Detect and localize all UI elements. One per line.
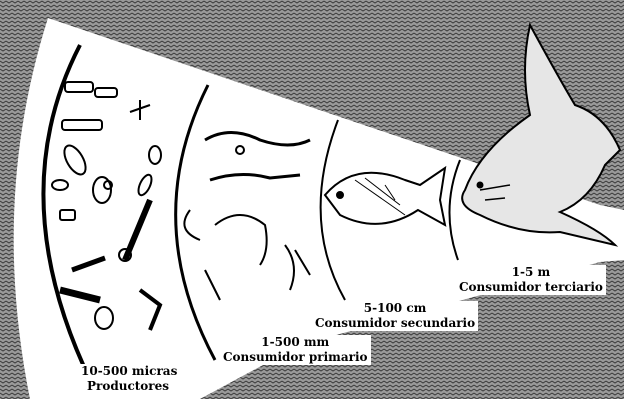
tertiary-consumer-size: 1-5 m xyxy=(459,265,603,280)
tertiary-consumer-label: 1-5 m Consumidor terciario xyxy=(456,265,606,295)
producers-role: Productores xyxy=(81,379,175,394)
primary-consumer-role: Consumidor primario xyxy=(223,350,368,365)
secondary-consumer-label: 5-100 cm Consumidor secundario xyxy=(312,301,478,331)
primary-consumer-size: 1-500 mm xyxy=(223,335,368,350)
primary-consumer-label: 1-500 mm Consumidor primario xyxy=(220,335,371,365)
producers-label: 10-500 micras Productores xyxy=(78,364,178,394)
producers-size: 10-500 micras xyxy=(81,364,175,379)
secondary-consumer-size: 5-100 cm xyxy=(315,301,475,316)
tertiary-consumer-role: Consumidor terciario xyxy=(459,280,603,295)
secondary-consumer-role: Consumidor secundario xyxy=(315,316,475,331)
